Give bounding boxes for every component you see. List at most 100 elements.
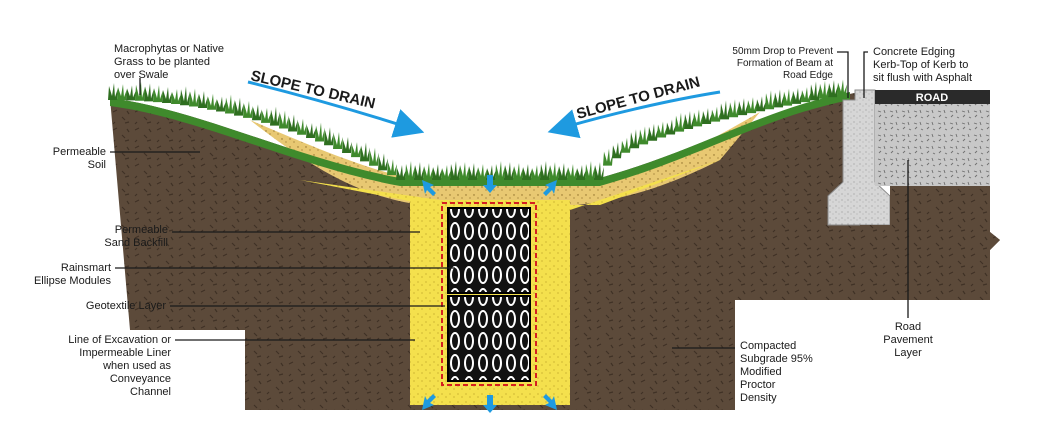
flow-arrows bbox=[422, 175, 557, 413]
grass-tuft bbox=[828, 80, 838, 98]
label-50mm-drop: 50mm Drop to Prevent Formation of Beam a… bbox=[732, 46, 833, 81]
grass-tuft bbox=[108, 83, 118, 101]
grass-tufts bbox=[108, 79, 847, 180]
grass-tuft bbox=[333, 132, 343, 150]
road-surface bbox=[875, 90, 990, 104]
grass-tuft bbox=[378, 153, 388, 171]
grass-tuft bbox=[684, 110, 694, 129]
ellipse-module-top bbox=[447, 207, 531, 294]
label-macrophytes: Macrophytas or Native Grass to be plante… bbox=[114, 43, 225, 81]
label-compacted-subgrade: Compacted Subgrade 95% Modified Proctor … bbox=[740, 340, 813, 404]
grass-layer bbox=[110, 92, 850, 186]
grass-tuft bbox=[513, 163, 523, 180]
grass-tuft bbox=[252, 104, 262, 121]
grass-tuft bbox=[675, 112, 685, 132]
grass-tuft bbox=[261, 107, 271, 123]
leader-lines bbox=[110, 51, 909, 349]
label-sand-backfill: Permeable Sand Backfill bbox=[104, 224, 168, 249]
grass-tuft bbox=[207, 93, 217, 110]
grass-tuft bbox=[567, 164, 577, 180]
grass-tuft bbox=[738, 98, 748, 116]
road-pavement-layer bbox=[875, 104, 990, 186]
grass-tuft bbox=[540, 161, 550, 180]
grass-tuft bbox=[126, 85, 136, 101]
slope-text-left: SLOPE TO DRAIN bbox=[249, 67, 377, 112]
grass-tuft bbox=[693, 109, 703, 127]
grass-tuft bbox=[270, 106, 280, 126]
grass-tuft bbox=[747, 97, 757, 114]
grass-tuft bbox=[549, 162, 559, 180]
permeable-soil-layer bbox=[250, 112, 760, 206]
grass-tuft bbox=[324, 127, 334, 146]
grass-tuft bbox=[666, 119, 676, 135]
grass-tuft bbox=[216, 96, 226, 112]
grass-tuft bbox=[639, 126, 649, 145]
grass-tuft bbox=[405, 161, 415, 180]
grass-tuft bbox=[810, 81, 820, 101]
ellipse-module-bottom bbox=[447, 295, 531, 382]
grass-tuft bbox=[774, 89, 784, 108]
grass-tuft bbox=[657, 121, 667, 138]
grass-tuft bbox=[243, 100, 253, 118]
grass-tuft bbox=[234, 97, 244, 116]
grass-tuft bbox=[621, 137, 631, 153]
grass-tuft bbox=[612, 142, 622, 159]
grass-tuft bbox=[504, 162, 514, 180]
grass-tuft bbox=[702, 108, 712, 125]
grass-tuft bbox=[297, 118, 307, 135]
grass-tuft bbox=[414, 162, 424, 180]
grass-tuft bbox=[144, 83, 154, 102]
grass-tuft bbox=[819, 80, 829, 99]
grass-tuft bbox=[720, 100, 730, 120]
grass-tuft bbox=[558, 163, 568, 180]
grass-tuft bbox=[585, 161, 595, 180]
grass-tuft bbox=[711, 106, 721, 122]
grass-tuft bbox=[315, 122, 325, 142]
grass-tuft bbox=[396, 165, 406, 180]
grass-tuft bbox=[594, 162, 604, 180]
grass-tuft bbox=[198, 91, 208, 109]
grass-tuft bbox=[477, 164, 487, 180]
grass-tuft bbox=[630, 129, 640, 149]
grass-tuft bbox=[387, 159, 397, 176]
grass-tuft bbox=[423, 163, 433, 180]
grass-tuft bbox=[288, 114, 298, 132]
grass-tuft bbox=[522, 164, 532, 180]
grass-tuft bbox=[495, 161, 505, 180]
label-road-pavement: Road Pavement Layer bbox=[883, 321, 933, 359]
road-label: ROAD bbox=[916, 92, 948, 104]
grass-tuft bbox=[441, 165, 451, 180]
grass-tuft bbox=[162, 86, 172, 103]
grass-tuft bbox=[189, 88, 199, 107]
slope-arrow-left bbox=[247, 80, 425, 138]
grass-tuft bbox=[180, 86, 190, 106]
grass-tuft bbox=[576, 165, 586, 180]
grass-tuft bbox=[450, 161, 460, 180]
slope-arrow-right bbox=[547, 90, 721, 139]
grass-tuft bbox=[432, 164, 442, 180]
grass-tuft bbox=[792, 87, 802, 104]
grass-tuft bbox=[279, 110, 289, 129]
grass-tuft bbox=[729, 99, 739, 118]
grass-tuft bbox=[837, 79, 847, 96]
grass-tuft bbox=[783, 88, 793, 106]
grass-tuft bbox=[171, 89, 181, 105]
grass-tuft bbox=[459, 162, 469, 180]
grass-tuft bbox=[117, 84, 127, 101]
grass-tuft bbox=[531, 165, 541, 180]
grass-tuft bbox=[351, 142, 361, 158]
grass-tuft bbox=[648, 123, 658, 141]
grass-tuft bbox=[756, 96, 766, 112]
grass-tuft bbox=[765, 90, 775, 110]
grass-tuft bbox=[360, 142, 370, 162]
road-subgrade bbox=[860, 186, 1000, 300]
label-ellipse-modules: Rainsmart Ellipse Modules bbox=[33, 262, 111, 287]
geotextile-layer bbox=[441, 202, 537, 386]
label-permeable-soil: Permeable Soil bbox=[52, 146, 106, 171]
grass-tuft bbox=[801, 87, 811, 103]
grass-tuft bbox=[153, 85, 163, 103]
grass-tuft bbox=[342, 136, 352, 153]
label-concrete-kerb: Concrete Edging Kerb-Top of Kerb to sit … bbox=[873, 46, 973, 84]
grass-tuft bbox=[603, 148, 613, 166]
